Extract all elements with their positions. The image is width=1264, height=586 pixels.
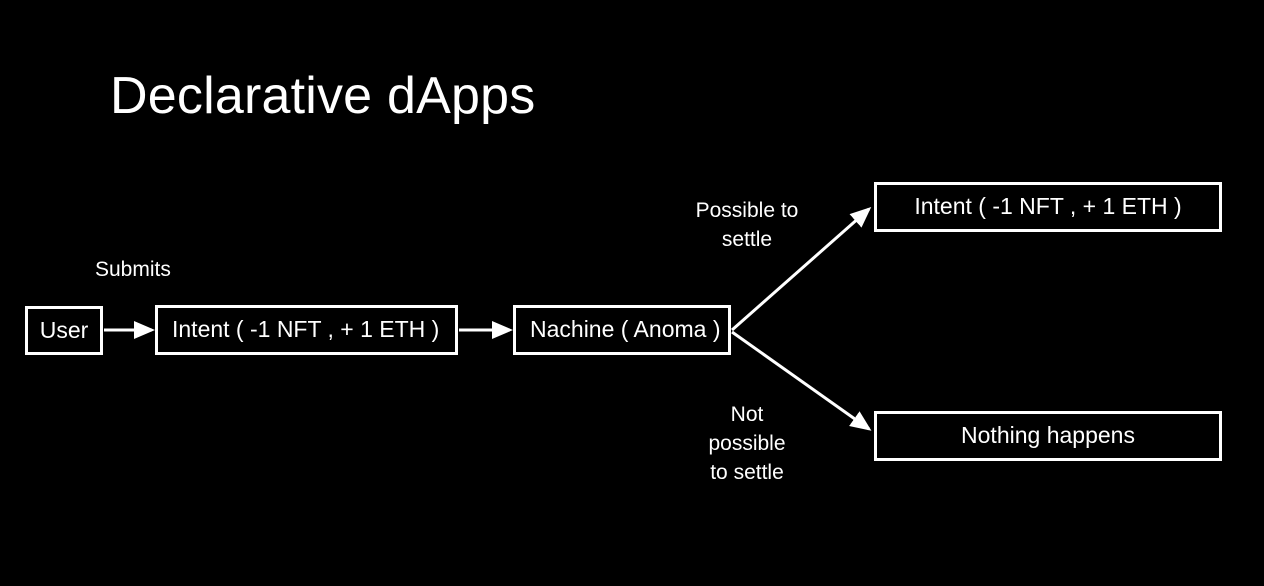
node-intent-settled[interactable]: Intent ( -1 NFT , + 1 ETH ) (874, 182, 1222, 232)
edge-label-not-possible-to-settle: Not possible to settle (708, 403, 786, 484)
node-machine-anoma[interactable]: Nachine ( Anoma ) (513, 305, 731, 355)
node-user-label: User (39, 316, 89, 343)
node-intent-input-label: Intent ( -1 NFT , + 1 ETH ) (172, 316, 440, 343)
node-intent-input[interactable]: Intent ( -1 NFT , + 1 ETH ) (155, 305, 458, 355)
node-user[interactable]: User (25, 306, 103, 355)
edge-label-submits: Submits (95, 258, 171, 281)
page-title: Declarative dApps (110, 67, 536, 125)
node-machine-anoma-label: Nachine ( Anoma ) (530, 316, 721, 343)
node-nothing-happens-label: Nothing happens (961, 422, 1135, 449)
node-intent-settled-label: Intent ( -1 NFT , + 1 ETH ) (914, 193, 1182, 220)
node-nothing-happens[interactable]: Nothing happens (874, 411, 1222, 461)
edge-label-possible-to-settle: Possible to settle (695, 199, 799, 251)
